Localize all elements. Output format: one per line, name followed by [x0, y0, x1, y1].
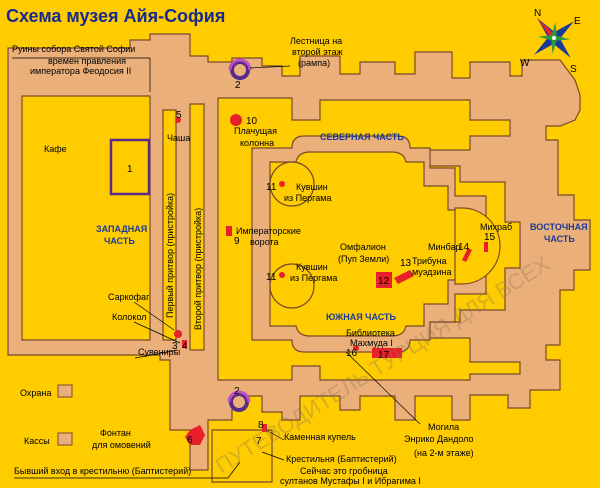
marker-mihrab [484, 242, 488, 252]
label-imperial-gate2: ворота [250, 237, 279, 247]
label-bell: Колокол [112, 312, 147, 322]
num-4: 4 [182, 341, 188, 352]
num-12: 12 [378, 276, 390, 287]
marker-urn-south [279, 272, 285, 278]
label-fountain1: Фонтан [100, 428, 131, 438]
map-title: Схема музея Айя-София [6, 6, 225, 26]
label-omphalion2: (Пуп Земли) [338, 254, 389, 264]
marker-bowl [175, 117, 181, 123]
num-15: 15 [484, 232, 496, 243]
compass-e: E [574, 16, 581, 27]
label-fountain2: для омовений [92, 440, 151, 450]
num-5: 5 [176, 110, 182, 121]
interior-halls [21, 95, 521, 483]
label-floor2: (на 2-м этаже) [414, 448, 474, 458]
zone-west: ЗАПАДНАЯ [96, 224, 147, 234]
num-14: 14 [458, 242, 470, 253]
marker-omphalion [376, 272, 392, 288]
num-1: 1 [127, 164, 133, 175]
num-2-north: 2 [235, 80, 241, 91]
marker-bell [182, 340, 187, 348]
compass-n: N [534, 8, 541, 19]
label-urn-north1: Кувшин [296, 182, 328, 192]
label-weeping2: колонна [240, 138, 274, 148]
label-baptistery: Крестильня (Баптистерий) [286, 454, 397, 464]
ramp-north [228, 58, 252, 80]
red-markers [174, 114, 488, 445]
marker-stone-font [262, 424, 267, 432]
label-former-entrance: Бывший вход в крестильню (Баптистерий) [14, 466, 191, 476]
zone-south: ЮЖНАЯ ЧАСТЬ [326, 312, 397, 322]
label-ramp2: второй этаж [292, 47, 343, 57]
marker-fountain [185, 425, 205, 445]
compass-s: S [570, 64, 577, 75]
num-10: 10 [246, 116, 258, 127]
num-7: 7 [256, 436, 262, 447]
marker-urn-north [279, 181, 285, 187]
marker-sarcophagus [174, 330, 182, 338]
label-urn-north2: из Пергама [284, 193, 331, 203]
label-omphalion1: Омфалион [340, 242, 386, 252]
label-narthex-outer: Первый притвор (пристройка) [165, 193, 175, 318]
num-6: 6 [187, 435, 193, 446]
label-souvenirs: Сувениры [138, 347, 180, 357]
label-ruins-sub1: времен правления [48, 56, 126, 66]
marker-weeping-column [230, 114, 242, 126]
label-tombs1: Сейчас это гробница [300, 466, 388, 476]
cafe-room [109, 138, 151, 196]
label-weeping1: Плачущая [234, 126, 277, 136]
ticket-building [57, 432, 73, 446]
zone-east: ВОСТОЧНАЯ [530, 222, 588, 232]
label-tribune1: Трибуна [412, 256, 446, 266]
label-security: Охрана [20, 388, 51, 398]
label-narthex-inner: Второй притвор (пристройка) [193, 208, 203, 330]
zone-north: СЕВЕРНАЯ ЧАСТЬ [320, 132, 404, 142]
label-urn-south2: из Пергама [290, 273, 337, 283]
label-sarcophagus: Саркофаг [108, 292, 150, 302]
label-ticket: Кассы [24, 436, 50, 446]
compass-w: W [520, 58, 530, 69]
security-building [57, 384, 73, 398]
label-dandolo2: Энрико Дандоло [404, 434, 474, 444]
label-dandolo1: Могила [428, 422, 459, 432]
num-11-north: 11 [266, 182, 277, 193]
label-cafe: Кафе [44, 144, 67, 154]
label-library1: Библиотека [346, 328, 395, 338]
marker-dandolo [353, 345, 359, 351]
num-16: 16 [346, 348, 358, 359]
num-17: 17 [378, 350, 390, 361]
map-numbers: 1 2 2 3 4 5 6 7 8 9 10 11 11 12 13 14 15… [127, 80, 496, 447]
label-stone-font: Каменная купель [284, 432, 356, 442]
marker-minbar [462, 248, 472, 262]
num-11-south: 11 [266, 272, 277, 283]
num-8: 8 [258, 420, 264, 431]
ramp-south [227, 390, 251, 412]
label-ruins-sub2: императора Феодосия II [30, 66, 131, 76]
marker-imperial-gate [226, 226, 232, 236]
label-mihrab: Михраб [480, 222, 512, 232]
map-labels: Руины собора Святой Софии времен правлен… [12, 36, 512, 486]
leader-lines [12, 57, 421, 479]
marker-library [372, 348, 402, 358]
zone-east-2: ЧАСТЬ [544, 234, 575, 244]
label-ramp1: Лестница на [290, 36, 342, 46]
num-3: 3 [172, 341, 178, 352]
label-library2: Махмуда I [350, 338, 393, 348]
label-bowl: Чаша [167, 133, 190, 143]
label-tombs2: султанов Мустафы I и Ибрагима I [280, 476, 421, 486]
num-9: 9 [234, 236, 240, 247]
num-2-south: 2 [234, 386, 240, 397]
marker-muezzin-tribune [394, 270, 414, 284]
compass-rose: N E S W [520, 8, 581, 75]
label-tribune2: муэдзина [412, 267, 451, 277]
zone-west-2: ЧАСТЬ [104, 236, 135, 246]
num-13: 13 [400, 258, 412, 269]
label-imperial-gate1: Императорские [236, 226, 301, 236]
label-ruins: Руины собора Святой Софии [12, 44, 135, 54]
label-ramp3: (рампа) [298, 58, 330, 68]
label-urn-south1: Кувшин [296, 262, 328, 272]
label-minbar: Минбар [428, 242, 460, 252]
